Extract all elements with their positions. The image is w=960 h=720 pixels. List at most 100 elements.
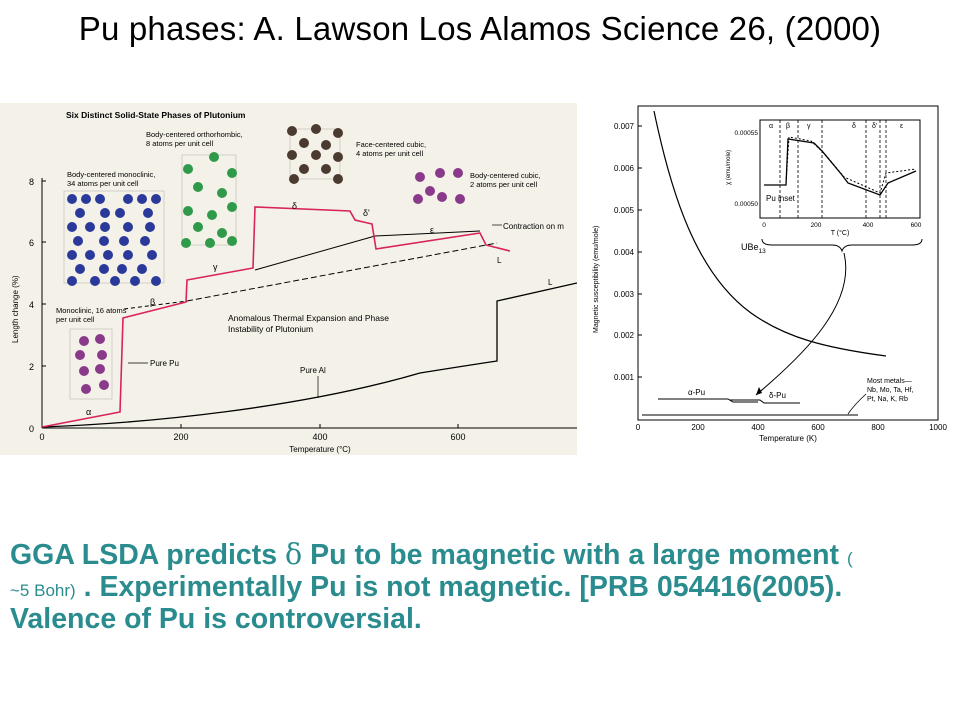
x-tick-label: 0 xyxy=(39,432,44,442)
y-axis-label: Magnetic susceptibility (emu/mole) xyxy=(593,226,600,333)
susceptibility-svg: 0.001 0.002 0.003 0.004 0.005 0.006 0.00… xyxy=(593,105,948,443)
x-axis-label: Temperature (K) xyxy=(759,434,817,443)
y-tick-label: 0.005 xyxy=(614,206,635,215)
monoclinic-crystal-image xyxy=(69,328,113,400)
y-tick-label: 0 xyxy=(29,424,34,434)
ube13-label: UBe13 xyxy=(741,242,766,255)
slide-title: Pu phases: A. Lawson Los Alamos Science … xyxy=(78,10,882,47)
body-line-1-b: Pu to be magnetic with a large moment xyxy=(302,539,847,571)
pure-pu-curve xyxy=(41,206,511,428)
inset-x-tick: 200 xyxy=(811,222,822,229)
fcc-label-line1: Face-centered cubic, xyxy=(356,140,426,149)
inset-label: Pu inset xyxy=(766,194,796,203)
x-tick-label: 800 xyxy=(871,423,885,432)
susceptibility-figure: 0.001 0.002 0.003 0.004 0.005 0.006 0.00… xyxy=(586,103,960,453)
beta-label: β xyxy=(150,297,155,307)
body-text: GGA LSDA predicts δ Pu to be magnetic wi… xyxy=(10,540,955,634)
inset-phase-label: δ' xyxy=(872,123,877,130)
x-tick-label: 600 xyxy=(450,432,465,442)
inset-plot: α β γ δ δ' ε Pu inset 0.00055 0.00050 0 … xyxy=(726,119,923,396)
dashed-line-lower xyxy=(123,300,188,310)
y-tick-label: 2 xyxy=(29,362,34,372)
mono-label-line1: Monoclinic, 16 atoms xyxy=(56,306,127,315)
pure-al-label: Pure Al xyxy=(300,366,326,375)
inset-phase-label: ε xyxy=(900,123,903,130)
y-ticks: 0 2 4 6 8 xyxy=(29,177,46,434)
body-line-1-a: GGA LSDA predicts xyxy=(10,539,286,571)
inset-y-tick: 0.00050 xyxy=(735,201,759,208)
inset-phase-label: α xyxy=(769,123,773,130)
x-ticks: 0 200 400 600 800 1000 xyxy=(636,423,948,432)
body-line-1: GGA LSDA predicts δ Pu to be magnetic wi… xyxy=(10,540,955,573)
most-metals-label: Most metals— xyxy=(867,378,912,385)
figure-heading: Six Distinct Solid-State Phases of Pluto… xyxy=(66,110,246,120)
bcm-crystal-image xyxy=(63,190,165,286)
inset-phase-label: β xyxy=(786,123,790,130)
body-line-2-b: . Experimentally Pu is not magnetic. [PR… xyxy=(75,571,843,603)
contraction-label: Contraction on m xyxy=(503,222,564,231)
y-tick-label: 0.003 xyxy=(614,290,635,299)
delta-prime-label: δ' xyxy=(363,208,370,218)
bcc-label-line2: 2 atoms per unit cell xyxy=(470,180,537,189)
x-axis-label: Temperature (°C) xyxy=(289,445,351,454)
inset-phase-label: δ xyxy=(852,123,856,130)
fcc-label-line2: 4 atoms per unit cell xyxy=(356,149,423,158)
x-tick-label: 400 xyxy=(751,423,765,432)
y-ticks: 0.001 0.002 0.003 0.004 0.005 0.006 0.00… xyxy=(614,122,642,382)
inset-x-axis-label: T (°C) xyxy=(831,229,850,237)
most-metals-line1: Nb, Mo, Ta, Hf, xyxy=(867,387,914,394)
inset-y-axis-label: χ (emu/mole) xyxy=(726,150,732,185)
bco-label-line1: Body-centered orthorhombic, xyxy=(146,130,243,139)
inset-x-tick: 0 xyxy=(762,222,766,229)
inset-phase-label: γ xyxy=(807,123,811,130)
bco-label-line2: 8 atoms per unit cell xyxy=(146,139,213,148)
body-line-2: ~5 Bohr) . Experimentally Pu is not magn… xyxy=(10,573,955,605)
x-ticks: 0 200 400 600 xyxy=(39,424,466,442)
x-tick-label: 600 xyxy=(811,423,825,432)
bcc-label-line1: Body-centered cubic, xyxy=(470,171,540,180)
x-tick-label: 200 xyxy=(173,432,188,442)
y-tick-label: 0.002 xyxy=(614,331,635,340)
delta-pu-label: δ-Pu xyxy=(769,391,786,400)
reference-line xyxy=(254,230,481,271)
pu-phase-diagram-figure: Six Distinct Solid-State Phases of Pluto… xyxy=(0,103,577,455)
bcc-crystal-image xyxy=(413,168,465,204)
delta-label: δ xyxy=(292,201,297,211)
liquid-label-2: L xyxy=(548,278,553,287)
anomalous-label-line1: Anomalous Thermal Expansion and Phase xyxy=(228,313,389,323)
dashed-line-upper xyxy=(186,242,498,302)
y-tick-label: 8 xyxy=(29,177,34,187)
bcm-label-line1: Body-centered monoclinic, xyxy=(67,170,155,179)
inset-x-tick: 400 xyxy=(863,222,874,229)
y-tick-label: 0.004 xyxy=(614,248,635,257)
liquid-label-1: L xyxy=(497,256,502,265)
alpha-pu-label: α-Pu xyxy=(688,388,705,397)
x-tick-label: 200 xyxy=(691,423,705,432)
pu-phase-diagram-svg: Six Distinct Solid-State Phases of Pluto… xyxy=(11,110,577,454)
body-line-2-small: ~5 Bohr) xyxy=(10,581,76,600)
y-tick-label: 4 xyxy=(29,300,34,310)
y-tick-label: 0.007 xyxy=(614,122,635,131)
y-tick-label: 6 xyxy=(29,238,34,248)
y-axis-label: Length change (%) xyxy=(11,275,20,343)
delta-symbol: δ xyxy=(285,538,303,571)
alpha-label: α xyxy=(86,407,91,417)
delta-pu-curve xyxy=(730,399,800,404)
x-tick-label: 400 xyxy=(312,432,327,442)
y-tick-label: 0.001 xyxy=(614,373,635,382)
epsilon-label: ε xyxy=(430,225,434,235)
bco-crystal-image xyxy=(181,152,237,248)
inset-y-tick: 0.00055 xyxy=(735,130,759,137)
body-line-3: Valence of Pu is controversial. xyxy=(10,603,422,635)
pure-pu-label: Pure Pu xyxy=(150,359,179,368)
anomalous-label-line2: Instability of Plutonium xyxy=(228,324,313,334)
inset-x-tick: 600 xyxy=(911,222,922,229)
ube13-curve xyxy=(653,110,887,357)
body-paren: ( xyxy=(846,549,853,568)
most-metals-line2: Pt, Na, K, Rb xyxy=(867,396,908,403)
x-tick-label: 1000 xyxy=(929,423,947,432)
plot-frame xyxy=(637,105,939,421)
fcc-crystal-image xyxy=(287,124,343,184)
mono-label-line2: per unit cell xyxy=(56,315,95,324)
x-tick-label: 0 xyxy=(636,423,641,432)
